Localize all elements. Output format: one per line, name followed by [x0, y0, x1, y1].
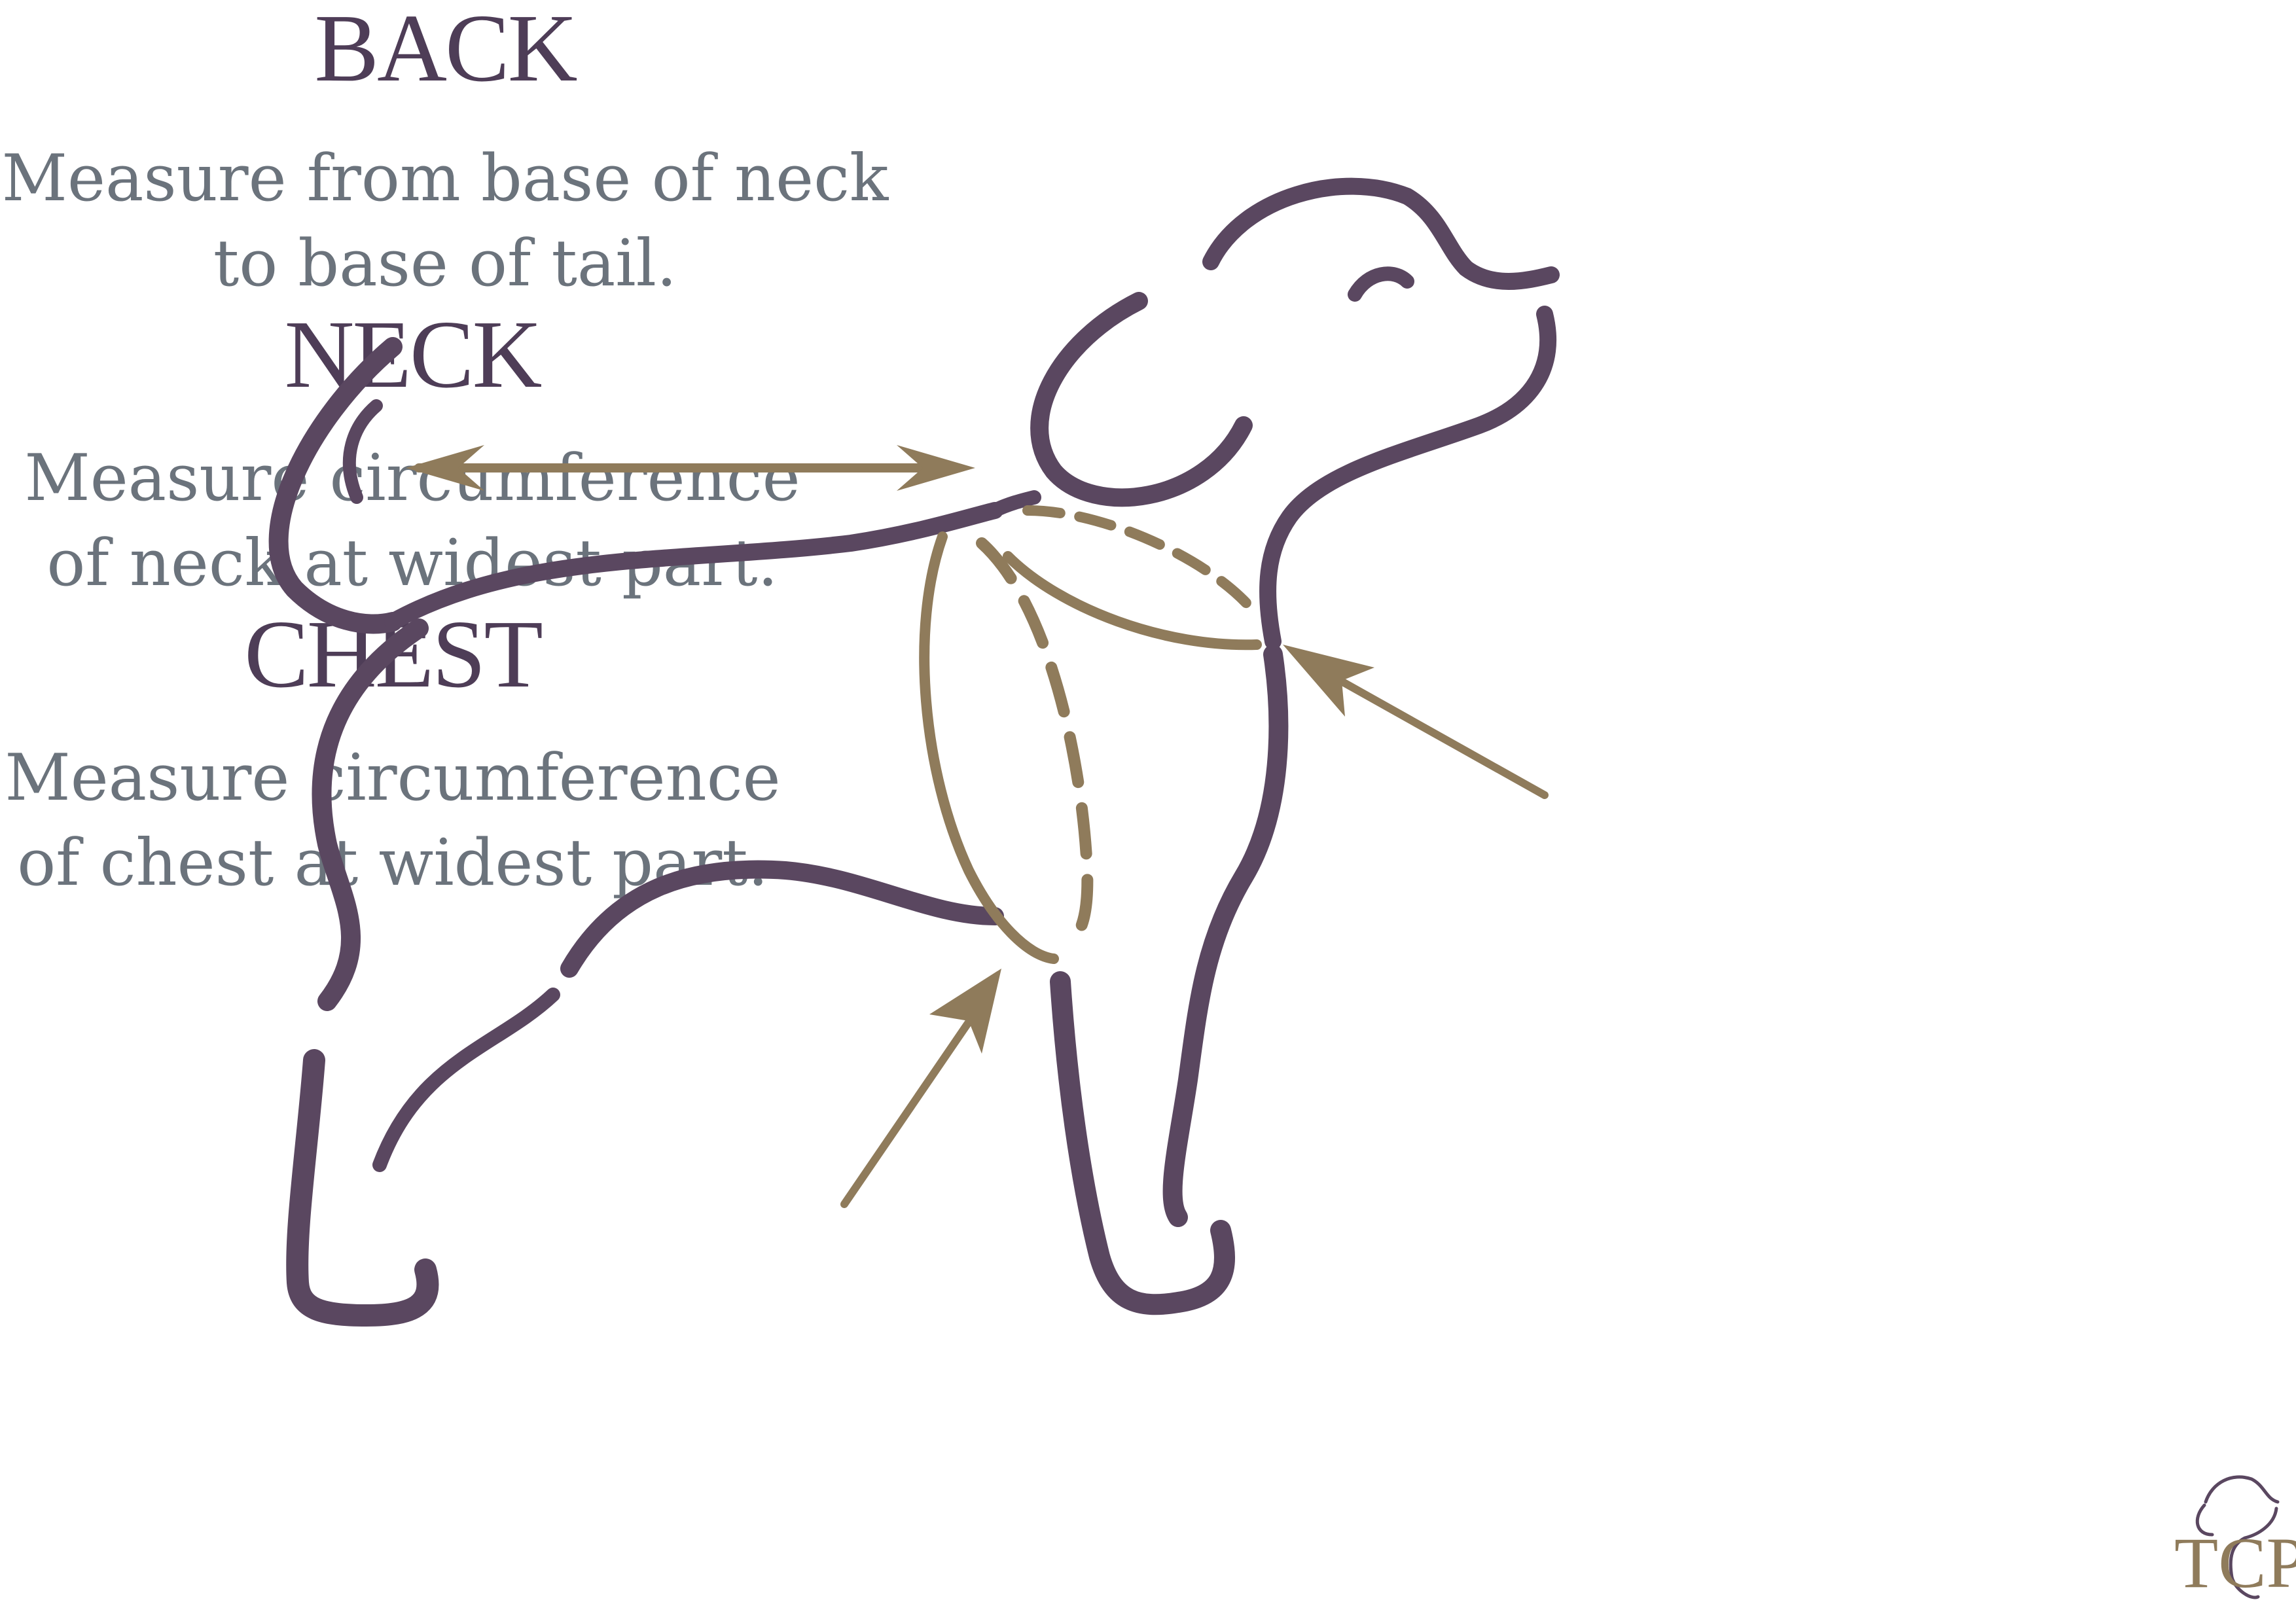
muzzle-stroke	[1259, 306, 1557, 650]
logo-monogram: TCP	[2174, 1523, 2296, 1603]
neck-arrow-shaft	[1325, 670, 1549, 799]
chest-arrow-icon	[840, 969, 1001, 1208]
neck-description: Measure circumference of neck at widest …	[0, 436, 825, 606]
neck-title: NECK	[284, 301, 543, 408]
chest-description: Measure circumference of chest at widest…	[0, 736, 785, 906]
double-arrow-icon	[406, 445, 975, 491]
tail-inner-stroke	[342, 399, 383, 504]
inner-rear-leg-stroke	[372, 988, 560, 1172]
back-description: Measure from base of neck to base of tai…	[0, 136, 890, 306]
logo-dog-head	[2204, 1475, 2280, 1599]
chest-ring-dashed	[976, 537, 1094, 935]
chest-arrow-head	[929, 969, 1001, 1054]
tail-stroke	[268, 337, 403, 634]
chest-description-line-1: Measure circumference	[5, 741, 781, 815]
neck-label-block: NECK Measure circumference of neck at wi…	[0, 306, 825, 606]
front-leg-right-stroke	[1162, 645, 1289, 1227]
back-arrow-head-right	[897, 445, 975, 491]
chest-arrow-shaft	[840, 1004, 982, 1208]
dog-head-logo-icon: TCP	[2174, 1475, 2296, 1603]
neck-arrow-head	[1283, 645, 1374, 717]
back-label-block: BACK Measure from base of neck to base o…	[0, 0, 890, 306]
back-description-line-2: to base of tail.	[213, 226, 677, 301]
neck-ring-dashed	[1022, 505, 1262, 620]
ear-stroke	[1030, 292, 1253, 507]
head-top-stroke	[1202, 177, 1560, 290]
neck-back-stroke	[988, 490, 1041, 518]
eye-stroke	[1348, 266, 1414, 302]
back-arrow-head-left	[406, 445, 484, 491]
neck-ring-solid	[1003, 551, 1262, 651]
back-line-stroke	[384, 502, 1003, 630]
logo-ear	[2195, 1503, 2214, 1537]
back-description-line-1: Measure from base of neck	[1, 141, 889, 216]
back-title: BACK	[314, 0, 577, 102]
front-leg-left-stroke	[1050, 971, 1235, 1315]
measurement-guides	[406, 445, 1549, 1208]
neck-arrow-icon	[1283, 645, 1549, 799]
neck-description-line-1: Measure circumference	[24, 441, 800, 516]
chest-ring-solid	[919, 531, 1059, 964]
dog-outline-icon	[268, 177, 1560, 1327]
back-leg-stroke	[286, 1049, 439, 1327]
belly-stroke	[560, 860, 1004, 978]
rump-stroke	[312, 618, 429, 1011]
